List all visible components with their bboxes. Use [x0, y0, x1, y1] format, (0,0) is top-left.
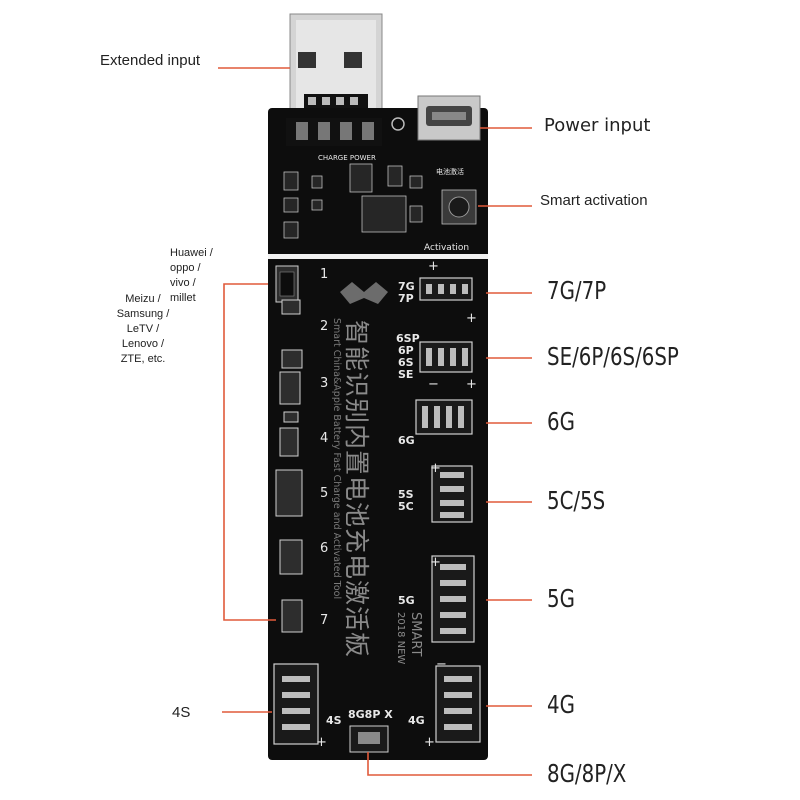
label-se-6p-6s-6sp: SE/6P/6S/6SP [547, 342, 679, 371]
silk-plus: + [430, 461, 441, 476]
board-chinese-title: 智能识别内置电池充电激活板 [342, 320, 371, 658]
board-smart-text: SMART [408, 612, 423, 656]
silk-5s: 5S [398, 488, 414, 501]
slot-number: 3 [320, 376, 328, 391]
silk-6g: 6G [398, 434, 415, 447]
charge-power-silk: CHARGE POWER [318, 154, 376, 162]
silk-plus: + [316, 735, 327, 750]
label-7g-7p: 7G/7P [547, 276, 607, 305]
silk-5c: 5C [398, 500, 414, 513]
left-slot-connectors [275, 265, 303, 633]
top-components [283, 163, 477, 239]
connector-pins [282, 284, 472, 730]
silk-4s: 4S [326, 714, 342, 727]
silk-6s: 6S [398, 356, 414, 369]
silk-7g: 7G [398, 280, 415, 293]
label-5g: 5G [547, 584, 575, 613]
battery-test-silk: 电池激活 [436, 167, 464, 176]
micro-usb-port [417, 95, 481, 141]
silk-4g: 4G [408, 714, 425, 727]
label-5c-5s: 5C/5S [547, 486, 606, 515]
label-power-input: Power input [544, 115, 651, 136]
silk-7p: 7P [398, 292, 414, 305]
silk-plus: + [466, 377, 477, 392]
silk-8g8p-x: 8G8P X [348, 708, 393, 721]
slot-number: 7 [320, 613, 328, 628]
label-4s: 4S [172, 704, 191, 721]
slot-number: 2 [320, 319, 328, 334]
slot-number: 4 [320, 431, 328, 446]
leader-lines [218, 67, 532, 776]
silk-5g: 5G [398, 594, 415, 607]
label-4g: 4G [547, 690, 575, 719]
silk-minus: − [436, 657, 447, 672]
slot-number: 1 [320, 267, 328, 282]
label-extended-input: Extended input [100, 52, 201, 69]
silk-plus: + [466, 311, 477, 326]
label-smart-activation: Smart activation [540, 192, 648, 209]
logo [340, 282, 388, 304]
silk-6p: 6P [398, 344, 414, 357]
slot-number: 6 [320, 541, 328, 556]
label-huawei-group: Huawei / oppo / vivo / millet [170, 247, 213, 304]
board-english-subtitle: Smart China&Apple Battery Fast Charge an… [331, 318, 342, 599]
label-6g: 6G [547, 407, 575, 436]
silk-plus: + [424, 735, 435, 750]
label-8g-8p-x: 8G/8P/X [547, 759, 627, 788]
board-version-text: 2018 NEW [395, 612, 406, 664]
silk-6sp: 6SP [396, 332, 420, 345]
silk-plus: + [430, 555, 441, 570]
silk-se: SE [398, 368, 413, 381]
silk-minus: − [428, 377, 439, 392]
silk-plus: + [428, 259, 439, 274]
label-meizu-group: Meizu / Samsung / LeTV / Lenovo / ZTE, e… [116, 293, 170, 365]
usb-plug [289, 13, 383, 115]
slot-number: 5 [320, 486, 328, 501]
activation-silk: Activation [424, 243, 469, 253]
